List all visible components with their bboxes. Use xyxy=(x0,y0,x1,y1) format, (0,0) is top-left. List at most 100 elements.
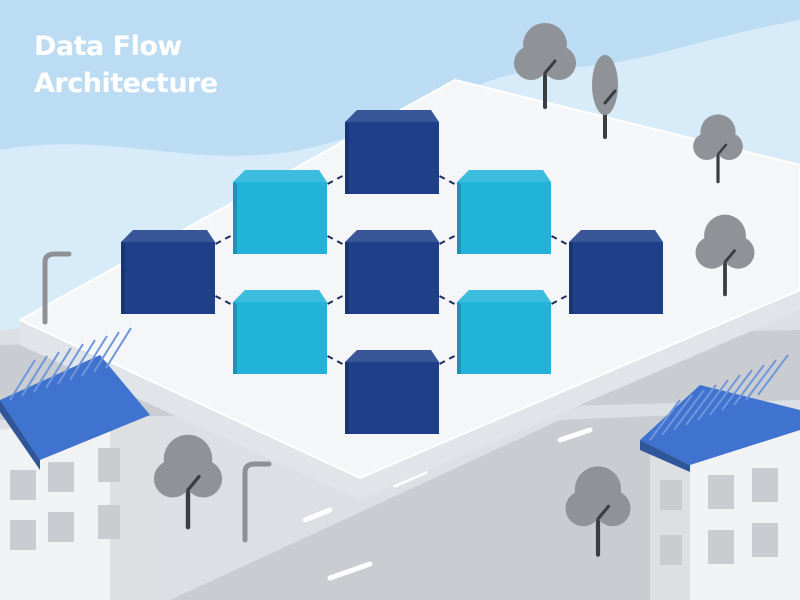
road-diagonal xyxy=(170,410,800,600)
building-window xyxy=(48,462,74,492)
cube-front xyxy=(121,242,215,314)
roof-ridge xyxy=(33,351,60,393)
cube-left-edge xyxy=(345,362,349,434)
tree-crown xyxy=(592,55,618,115)
building-right xyxy=(640,354,800,600)
tree-branch xyxy=(716,143,728,156)
building-roof xyxy=(640,385,800,465)
node-top xyxy=(345,110,439,194)
roof-ridge xyxy=(69,339,96,381)
cube-front xyxy=(569,242,663,314)
roof-ridge xyxy=(21,355,48,397)
tree-crown xyxy=(153,460,192,498)
cube-top xyxy=(233,290,327,302)
cube-front xyxy=(345,362,439,434)
tree-branch xyxy=(186,474,201,492)
tree-top-left xyxy=(514,23,576,109)
diagram-title-line-1: Data Flow xyxy=(34,31,182,62)
building-window xyxy=(10,470,36,500)
road-marking xyxy=(392,469,428,488)
cube-left-edge xyxy=(121,242,125,314)
cube-front xyxy=(345,122,439,194)
roof-ridge xyxy=(733,364,765,406)
tree-crown xyxy=(565,490,602,527)
cube-top xyxy=(345,350,439,362)
cube-left-edge xyxy=(457,182,461,254)
road-marking xyxy=(302,507,333,523)
lamp-pole xyxy=(42,251,72,325)
diagram-title-line-2: Architecture xyxy=(34,68,218,99)
cube-top xyxy=(457,290,551,302)
roof-ridge xyxy=(673,389,705,431)
roof-ridge xyxy=(93,331,120,373)
cube-left-edge xyxy=(233,302,237,374)
tree-right-mid xyxy=(695,214,755,297)
cube-front xyxy=(233,302,327,374)
tree-top-narrow xyxy=(592,55,618,139)
cube-top xyxy=(233,170,327,182)
cube-left-edge xyxy=(457,302,461,374)
road-marking xyxy=(557,427,593,443)
node-right xyxy=(569,230,663,314)
tree-crown xyxy=(715,132,743,160)
building-window xyxy=(98,448,120,482)
building-left xyxy=(0,327,150,600)
node-upper-right xyxy=(457,170,551,254)
building-window xyxy=(10,520,36,550)
roof-ridge xyxy=(57,343,84,385)
building-window xyxy=(752,468,778,502)
tree-branch xyxy=(603,89,617,105)
roof-ridge xyxy=(45,347,72,389)
building-window xyxy=(48,512,74,542)
node-center xyxy=(345,230,439,314)
cube-left-edge xyxy=(345,122,349,194)
node-left xyxy=(121,230,215,314)
lamp-pole xyxy=(242,461,272,543)
tree-right-upper xyxy=(693,114,743,184)
tree-branch xyxy=(543,59,557,75)
building-window xyxy=(708,530,734,564)
roof-ridge xyxy=(685,384,717,426)
lamp-left xyxy=(42,251,72,325)
roof-ridge xyxy=(9,359,36,401)
tree-crown xyxy=(693,132,721,160)
node-lower-right xyxy=(457,290,551,374)
cube-left-edge xyxy=(345,242,349,314)
cube-top xyxy=(345,110,439,122)
building-roof-edge xyxy=(0,400,40,470)
roof-ridge xyxy=(661,394,693,436)
cube-left-edge xyxy=(233,182,237,254)
cube-front xyxy=(457,302,551,374)
tree-crown xyxy=(594,490,631,527)
building-window xyxy=(660,480,682,510)
roof-ridge xyxy=(709,374,741,416)
roof-ridge xyxy=(757,354,789,396)
cube-front xyxy=(233,182,327,254)
roof-ridge xyxy=(105,327,132,369)
tree-crown xyxy=(514,46,548,80)
cube-front xyxy=(345,242,439,314)
building-roof xyxy=(0,355,150,460)
cube-front xyxy=(457,182,551,254)
tree-crown xyxy=(722,236,755,269)
building-window xyxy=(660,535,682,565)
tree-bottom-left xyxy=(153,434,223,530)
tree-crown xyxy=(695,236,728,269)
roof-ridge xyxy=(721,369,753,411)
cube-top xyxy=(457,170,551,182)
node-upper-left xyxy=(233,170,327,254)
building-window xyxy=(98,505,120,539)
tree-crown xyxy=(542,46,576,80)
node-bottom xyxy=(345,350,439,434)
tree-branch xyxy=(596,504,611,521)
tree-crown xyxy=(184,460,223,498)
cube-left-edge xyxy=(569,242,573,314)
building-window xyxy=(752,523,778,557)
building-roof-edge xyxy=(640,440,690,472)
lamp-bottom xyxy=(242,461,272,543)
road-marking xyxy=(327,561,373,581)
building-side-wall xyxy=(650,448,690,600)
cube-top xyxy=(569,230,663,242)
